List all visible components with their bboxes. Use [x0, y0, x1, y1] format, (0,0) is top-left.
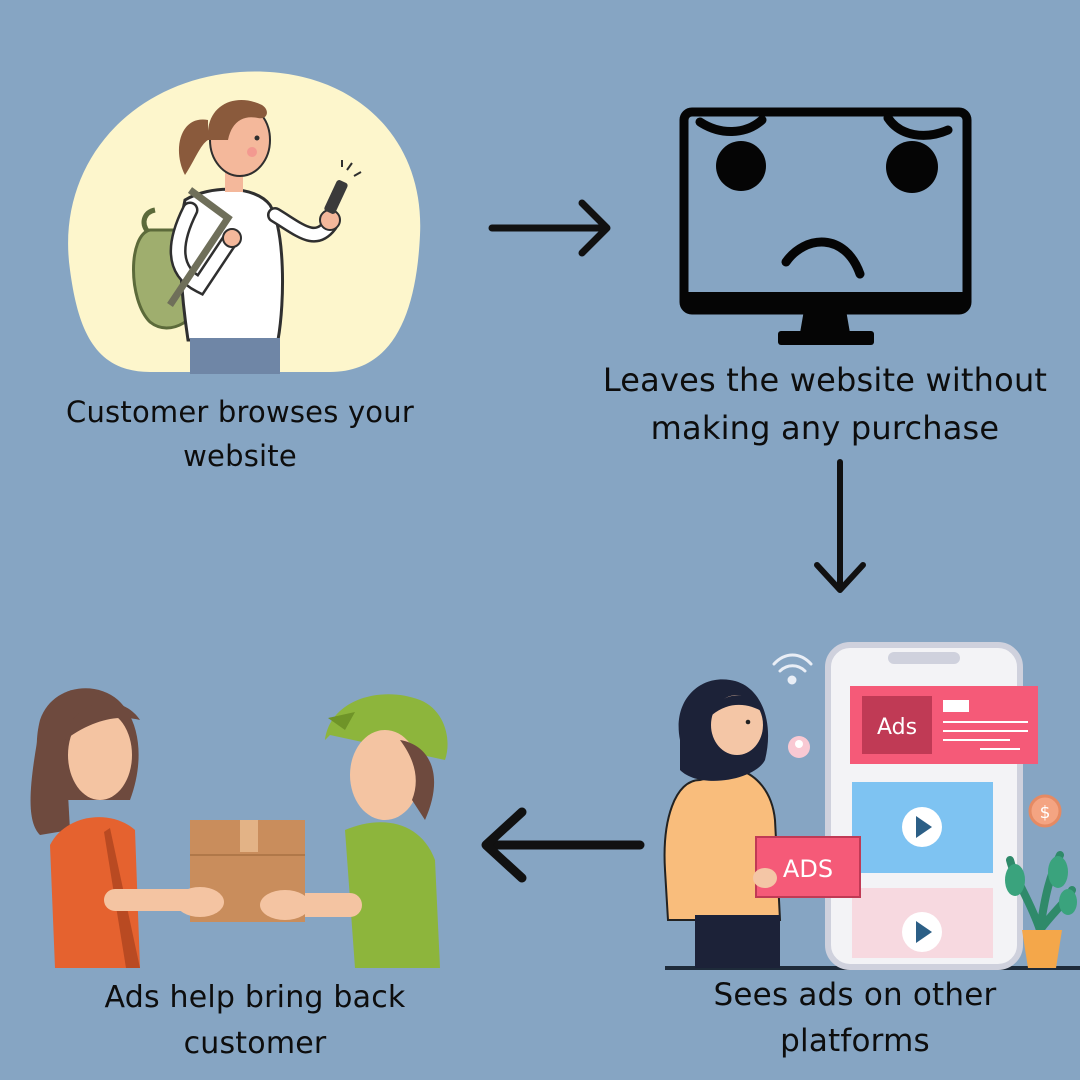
caption-line: website	[183, 439, 297, 473]
coin-icon	[1028, 794, 1062, 828]
caption-line: platforms	[780, 1023, 930, 1059]
right-eye	[886, 141, 938, 193]
sad-monitor-illustration	[679, 107, 972, 345]
left-eye	[716, 141, 766, 191]
arrow-left-icon	[481, 807, 645, 883]
wifi-icon	[772, 653, 813, 685]
caption-line: Sees ads on other	[713, 977, 997, 1013]
caption-line: making any purchase	[650, 409, 1000, 447]
step-1-caption: Customer browses your website	[30, 390, 450, 478]
monitor-screen	[679, 107, 972, 315]
ads-on-platforms-illustration: Ads $	[663, 642, 1080, 970]
svg-text:$: $	[1040, 803, 1051, 823]
arrow-right-icon	[488, 199, 611, 257]
step-4-caption: Ads help bring back customer	[40, 975, 470, 1067]
arrow-down-icon	[814, 459, 866, 593]
ads-sign-label: ADS	[783, 855, 833, 883]
customer-browsing-illustration	[68, 71, 421, 374]
ads-bring-back-illustration	[30, 688, 448, 968]
caption-line: customer	[183, 1026, 327, 1061]
plant-icon	[1005, 851, 1077, 968]
step-3-caption: Sees ads on other platforms	[640, 972, 1070, 1064]
caption-line: Leaves the website without	[602, 361, 1048, 399]
ad-card-label: Ads	[877, 715, 917, 740]
ads-sign	[755, 836, 861, 898]
caption-line: Ads help bring back	[104, 980, 406, 1015]
caption-line: Customer browses your	[66, 395, 414, 429]
step-2-caption: Leaves the website without making any pu…	[590, 356, 1060, 452]
